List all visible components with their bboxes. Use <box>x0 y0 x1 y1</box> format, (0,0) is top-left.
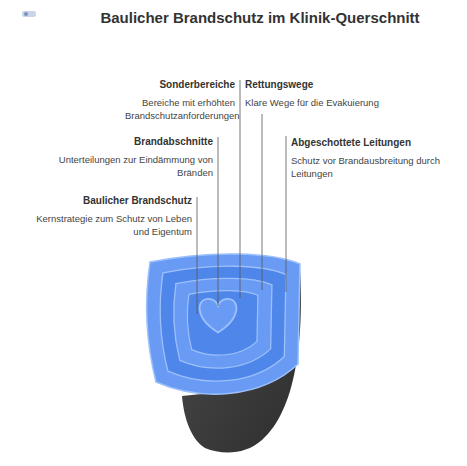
leader-line <box>218 137 219 306</box>
layer-description: Klare Wege für die Evakuierung <box>245 96 415 109</box>
layer-region: RettungswegeKlare Wege für die Evakuieru… <box>160 266 286 386</box>
layer-description: Kernstrategie zum Schutz von Leben und E… <box>20 212 192 238</box>
layer-region: BrandabschnitteUnterteilungen zur Eindäm… <box>187 291 258 358</box>
ring-2 <box>160 266 286 381</box>
layer-heading: Baulicher Brandschutz <box>83 194 192 207</box>
layer-heading: Rettungswege <box>245 78 313 91</box>
layer-heading: Abgeschottete Leitungen <box>291 136 411 149</box>
leader-line <box>262 114 263 290</box>
layer-region: Baulicher BrandschutzKernstrategie zum S… <box>201 303 244 344</box>
layer-description: Unterteilungen zur Eindämmung von Brände… <box>53 153 213 179</box>
logo <box>22 11 36 17</box>
diagram-title: Baulicher Brandschutz im Klinik-Querschn… <box>60 9 460 26</box>
layer-description: Schutz vor Brandausbreitung durch Leitun… <box>291 154 456 180</box>
layer-heading: Sonderbereiche <box>159 78 235 91</box>
layer-region: Abgeschottete LeitungenSchutz vor Branda… <box>146 254 300 400</box>
leader-line <box>197 197 198 314</box>
leader-line <box>286 136 287 292</box>
layer-description: Bereiche mit erhöhten Brandschutzanforde… <box>125 96 235 122</box>
ring-outer <box>147 254 300 394</box>
layer-heading: Brandabschnitte <box>134 135 213 148</box>
ring-4 <box>187 291 258 355</box>
layer-region: SonderbereicheBereiche mit erhöhten Bran… <box>173 278 272 371</box>
leader-line <box>240 80 241 298</box>
ring-3 <box>174 278 272 368</box>
